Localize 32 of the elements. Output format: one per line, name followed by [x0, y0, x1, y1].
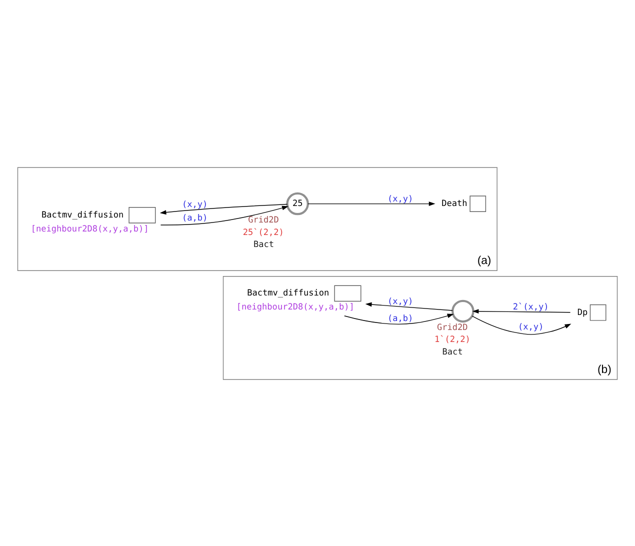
node-label: 1`(2,2): [434, 334, 470, 345]
node-label: Grid2D: [436, 322, 468, 333]
edge-label: (a,b): [388, 313, 414, 324]
node-label: Bactmv_diffusion: [42, 210, 124, 220]
arrow: [472, 308, 571, 314]
edge-label: 2`(x,y): [512, 302, 549, 312]
edge-label: (x,y): [182, 200, 208, 210]
edge-label: (x,y): [388, 194, 414, 204]
node-label: Dp: [577, 307, 588, 318]
edge-label: (x,y): [388, 296, 414, 306]
arrow: [308, 201, 436, 206]
node-label: Bactmv_diffusion: [247, 288, 330, 298]
arrow: [160, 205, 288, 225]
node-label: 25`(2,2): [242, 227, 284, 238]
arrow: [160, 203, 288, 214]
node-box: [128, 206, 156, 223]
arrow: [344, 313, 454, 324]
node-circle: 25: [286, 192, 309, 215]
node-label: Death: [442, 198, 468, 209]
node-label: Bact: [253, 239, 274, 250]
edge-label: (a,b): [182, 213, 208, 224]
node-box: [470, 195, 486, 212]
node-label: Grid2D: [248, 215, 279, 226]
node-label: [neighbour2D8(x,y,a,b)]: [30, 224, 149, 234]
node-box: [334, 284, 362, 302]
arrow: [472, 315, 572, 334]
node-box: [590, 304, 606, 320]
arrow: [365, 302, 453, 310]
node-label: [neighbour2D8(x,y,a,b)]: [236, 302, 354, 312]
edge-label: (x,y): [518, 322, 544, 332]
node-label: Bact: [442, 346, 463, 357]
node-circle: [452, 299, 474, 322]
